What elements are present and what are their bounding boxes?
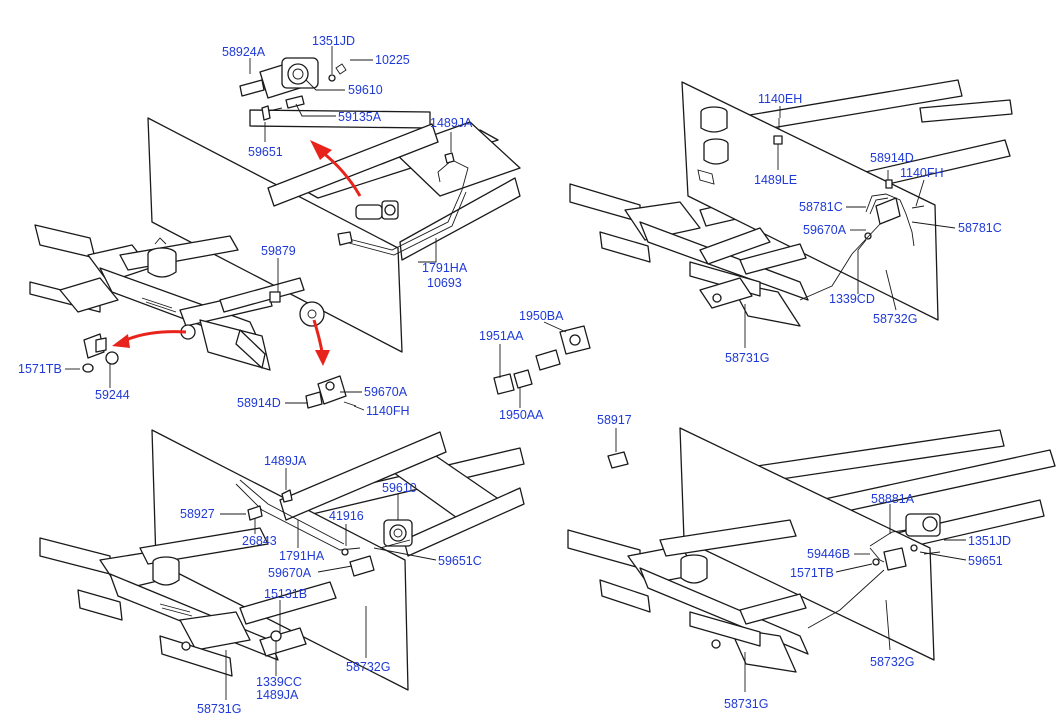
top-right-view xyxy=(569,79,1013,327)
mounting-panel xyxy=(681,81,939,321)
part-label-1489JA: 1489JA xyxy=(264,454,307,468)
part-label-1489JA: 1489JA xyxy=(430,116,473,130)
fuel-tank-panel xyxy=(147,117,403,353)
chassis-frame-right xyxy=(569,183,809,327)
part-label-58917: 58917 xyxy=(597,413,632,427)
part-label-59610: 59610 xyxy=(382,481,417,495)
part-label-58781C: 58781C xyxy=(958,221,1002,235)
part-label-59135A: 59135A xyxy=(338,110,382,124)
valve-assembly-br xyxy=(807,513,941,629)
part-label-1351JD: 1351JD xyxy=(968,534,1011,548)
air-tank xyxy=(147,237,177,278)
part-label-59446B: 59446B xyxy=(807,547,850,561)
part-label-58731G: 58731G xyxy=(725,351,769,365)
part-label-58732G: 58732G xyxy=(346,660,390,674)
part-label-1351JD: 1351JD xyxy=(312,34,355,48)
cross-member-top xyxy=(267,123,439,207)
chassis-frame-br xyxy=(567,519,809,673)
leader-lines xyxy=(65,46,967,700)
part-label-1489JA: 1489JA xyxy=(256,688,299,702)
part-label-1571TB: 1571TB xyxy=(790,566,834,580)
rear-frame-bl xyxy=(299,447,525,557)
part-label-1140FH: 1140FH xyxy=(366,404,410,418)
bottom-right-view xyxy=(567,427,1056,673)
part-label-58732G: 58732G xyxy=(870,655,914,669)
part-label-1489LE: 1489LE xyxy=(754,173,797,187)
part-label-58731G: 58731G xyxy=(197,702,241,716)
part-label-59670A: 59670A xyxy=(268,566,312,580)
fuel-line xyxy=(344,159,469,251)
part-label-41916: 41916 xyxy=(329,509,364,523)
air-tanks xyxy=(697,106,729,185)
part-label-10225: 10225 xyxy=(375,53,410,67)
part-label-59651: 59651 xyxy=(248,145,283,159)
bottom-left-view xyxy=(39,429,525,691)
fuel-filter-bl xyxy=(181,489,413,651)
part-label-58732G: 58732G xyxy=(873,312,917,326)
fitting-exploded xyxy=(305,375,357,409)
fuel-line-bl xyxy=(235,483,361,551)
part-label-1339CC: 1339CC xyxy=(256,675,302,689)
part-label-59670A: 59670A xyxy=(803,223,847,237)
part-label-1140FH: 1140FH xyxy=(900,166,944,180)
part-label-59651: 59651 xyxy=(968,554,1003,568)
valve-assembly-right xyxy=(773,118,925,301)
part-label-58914D: 58914D xyxy=(870,151,914,165)
part-label-1791HA: 1791HA xyxy=(422,261,468,275)
air-tank-br xyxy=(680,554,708,584)
part-label-59244: 59244 xyxy=(95,388,130,402)
part-label-1951AA: 1951AA xyxy=(479,329,524,343)
part-label-59670A: 59670A xyxy=(364,385,408,399)
part-label-1950BA: 1950BA xyxy=(519,309,564,323)
fuel-filter-exploded xyxy=(239,57,347,121)
part-label-1339CD: 1339CD xyxy=(829,292,875,306)
part-label-59651C: 59651C xyxy=(438,554,482,568)
air-tank-bl xyxy=(152,556,180,586)
part-label-58881A: 58881A xyxy=(871,492,915,506)
part-label-15131B: 15131B xyxy=(264,587,307,601)
part-label-58927: 58927 xyxy=(180,507,215,521)
bracket xyxy=(269,291,281,303)
part-label-1950AA: 1950AA xyxy=(499,408,544,422)
part-label-59879: 59879 xyxy=(261,244,296,258)
part-label-1571TB: 1571TB xyxy=(18,362,62,376)
top-left-view xyxy=(29,57,521,409)
fuel-tank-panel-bl xyxy=(151,429,409,691)
part-label-58914D: 58914D xyxy=(237,396,281,410)
center-fittings xyxy=(493,325,629,469)
mounting-panel-br xyxy=(679,427,935,661)
exploded-view-arrows xyxy=(112,140,362,366)
part-label-58924A: 58924A xyxy=(222,45,266,59)
part-label-58781C: 58781C xyxy=(799,200,843,214)
part-label-1791HA: 1791HA xyxy=(279,549,325,563)
part-label-26843: 26843 xyxy=(242,534,277,548)
valve-left-exploded xyxy=(82,333,119,373)
part-label-58731G: 58731G xyxy=(724,697,768,711)
fuel-filter-assembly xyxy=(355,200,399,220)
part-label-59610: 59610 xyxy=(348,83,383,97)
part-label-10693: 10693 xyxy=(427,276,462,290)
part-label-1140EH: 1140EH xyxy=(758,92,802,106)
part-labels: 58924A 1351JD 10225 59610 59135A 1489JA … xyxy=(18,34,1011,716)
